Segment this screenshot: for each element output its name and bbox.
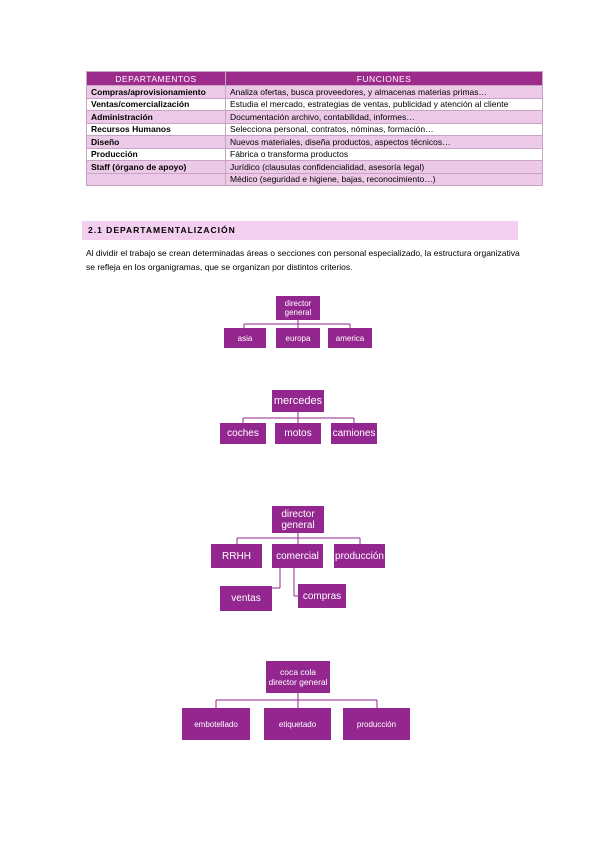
func-cell: Estudia el mercado, estrategias de venta… bbox=[225, 97, 543, 111]
chart2-child-box: coches bbox=[220, 423, 266, 444]
header-funciones: FUNCIONES bbox=[225, 71, 543, 86]
chart1-child-box: america bbox=[328, 328, 372, 348]
dept-cell: Producción bbox=[86, 147, 226, 161]
departments-table: DEPARTAMENTOS FUNCIONES Compras/aprovisi… bbox=[86, 71, 543, 186]
chart1-root-box: director general bbox=[276, 296, 320, 320]
table-row: Ventas/comercialización Estudia el merca… bbox=[86, 97, 543, 111]
chart1-child-box: europa bbox=[276, 328, 320, 348]
dept-cell: Recursos Humanos bbox=[86, 122, 226, 136]
func-cell: Fábrica o transforma productos bbox=[225, 147, 543, 161]
chart4-root-box: coca cola director general bbox=[266, 661, 330, 693]
intro-paragraph: Al dividir el trabajo se crean determina… bbox=[86, 248, 520, 272]
section-header: 2.1 DEPARTAMENTALIZACIÓN bbox=[82, 221, 518, 240]
chart4-child-box: producción bbox=[343, 708, 410, 740]
dept-cell: Diseño bbox=[86, 135, 226, 149]
chart3-sub-box: compras bbox=[298, 584, 346, 608]
chart3-root-box: director general bbox=[272, 506, 324, 533]
chart3-sub-box: ventas bbox=[220, 586, 272, 611]
table-row: Médico (seguridad e higiene, bajas, reco… bbox=[86, 172, 543, 186]
table-row: Diseño Nuevos materiales, diseña product… bbox=[86, 135, 543, 149]
chart4-child-box: embotellado bbox=[182, 708, 250, 740]
table-row: Recursos Humanos Selecciona personal, co… bbox=[86, 122, 543, 136]
chart2-root-box: mercedes bbox=[272, 390, 324, 412]
header-departamentos: DEPARTAMENTOS bbox=[86, 71, 226, 86]
table-row: Producción Fábrica o transforma producto… bbox=[86, 147, 543, 161]
chart3-child-box: comercial bbox=[272, 544, 323, 568]
table-row: Administración Documentación archivo, co… bbox=[86, 110, 543, 124]
func-cell: Documentación archivo, contabilidad, inf… bbox=[225, 110, 543, 124]
chart4-child-box: etiquetado bbox=[264, 708, 331, 740]
chart3-child-box: RRHH bbox=[211, 544, 262, 568]
dept-cell bbox=[86, 172, 226, 186]
chart2-child-box: motos bbox=[275, 423, 321, 444]
dept-cell: Ventas/comercialización bbox=[86, 97, 226, 111]
section-title: 2.1 DEPARTAMENTALIZACIÓN bbox=[88, 225, 236, 235]
chart1-child-box: asia bbox=[224, 328, 266, 348]
chart2-child-box: camiones bbox=[331, 423, 377, 444]
func-cell: Jurídico (clausulas confidencialidad, as… bbox=[225, 160, 543, 174]
func-cell: Médico (seguridad e higiene, bajas, reco… bbox=[225, 172, 543, 186]
table-header-row: DEPARTAMENTOS FUNCIONES bbox=[86, 71, 543, 86]
chart3-child-box: producción bbox=[334, 544, 385, 568]
